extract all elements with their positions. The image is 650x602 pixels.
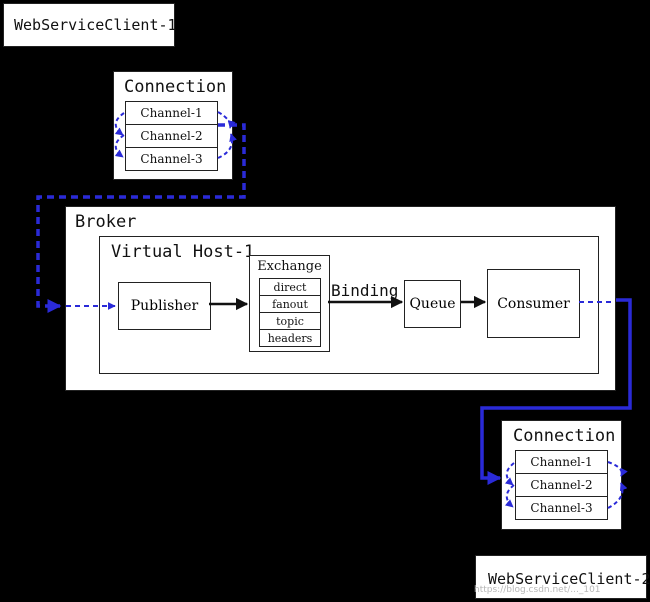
exchange-type-headers: headers xyxy=(259,329,321,347)
connection1-title: Connection xyxy=(124,77,227,97)
exchange-box: Exchange direct fanout topic headers xyxy=(249,255,330,352)
broker-box: Broker Virtual Host-1 Publisher Exchange… xyxy=(65,206,616,391)
client2-box: WebServiceClient-2 https://blog.csdn.net… xyxy=(474,555,650,599)
connection1-channel-2: Channel-2 xyxy=(125,124,218,148)
exchange-type-topic: topic xyxy=(259,312,321,330)
connection1-box: Connection Channel-1 Channel-2 Channel-3 xyxy=(113,71,233,180)
consumer-box: Consumer xyxy=(487,269,580,338)
connection2-channel-2: Channel-2 xyxy=(515,473,608,497)
vhost-box: Virtual Host-1 Publisher Exchange direct… xyxy=(99,236,599,374)
connection2-channel-3: Channel-3 xyxy=(515,496,608,520)
broker-title: Broker xyxy=(75,212,137,232)
publisher-box: Publisher xyxy=(118,282,211,330)
vhost-title: Virtual Host-1 xyxy=(111,242,255,262)
binding-label: Binding xyxy=(331,281,399,300)
watermark: https://blog.csdn.net/..._101 xyxy=(474,585,601,595)
queue-box: Queue xyxy=(404,280,461,328)
connection1-channel-1: Channel-1 xyxy=(125,101,218,125)
connection2-box: Connection Channel-1 Channel-2 Channel-3 xyxy=(501,420,622,530)
client1-box: WebServiceClient-1 xyxy=(3,3,177,47)
connection2-channel-1: Channel-1 xyxy=(515,450,608,474)
exchange-type-fanout: fanout xyxy=(259,295,321,313)
client1-label: WebServiceClient-1 xyxy=(14,16,177,34)
exchange-type-direct: direct xyxy=(259,278,321,296)
connection1-channel-3: Channel-3 xyxy=(125,147,218,171)
connection2-title: Connection xyxy=(513,426,616,446)
client2-label: WebServiceClient-2 xyxy=(488,570,650,588)
exchange-title: Exchange xyxy=(257,258,322,274)
